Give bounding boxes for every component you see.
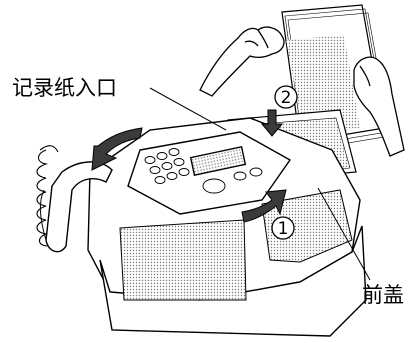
open-arrows bbox=[91, 127, 287, 223]
leader-line-paper-entrance bbox=[149, 87, 227, 131]
step-1-marker: 1 bbox=[271, 216, 295, 240]
right-hand bbox=[353, 56, 405, 157]
label-front-cover: 前盖 bbox=[362, 283, 404, 307]
handset-cord bbox=[36, 145, 59, 247]
insert-arrow bbox=[260, 109, 284, 137]
step-1-number: 1 bbox=[278, 219, 289, 239]
label-paper-entrance: 记录纸入口 bbox=[12, 76, 117, 100]
keypad bbox=[144, 148, 263, 194]
left-hand bbox=[199, 26, 285, 97]
step-2-marker: 2 bbox=[274, 85, 298, 109]
step-2-number: 2 bbox=[281, 88, 292, 108]
paper-stack bbox=[281, 4, 391, 151]
fax-body bbox=[87, 117, 367, 337]
leader-line-front-cover bbox=[317, 187, 371, 281]
